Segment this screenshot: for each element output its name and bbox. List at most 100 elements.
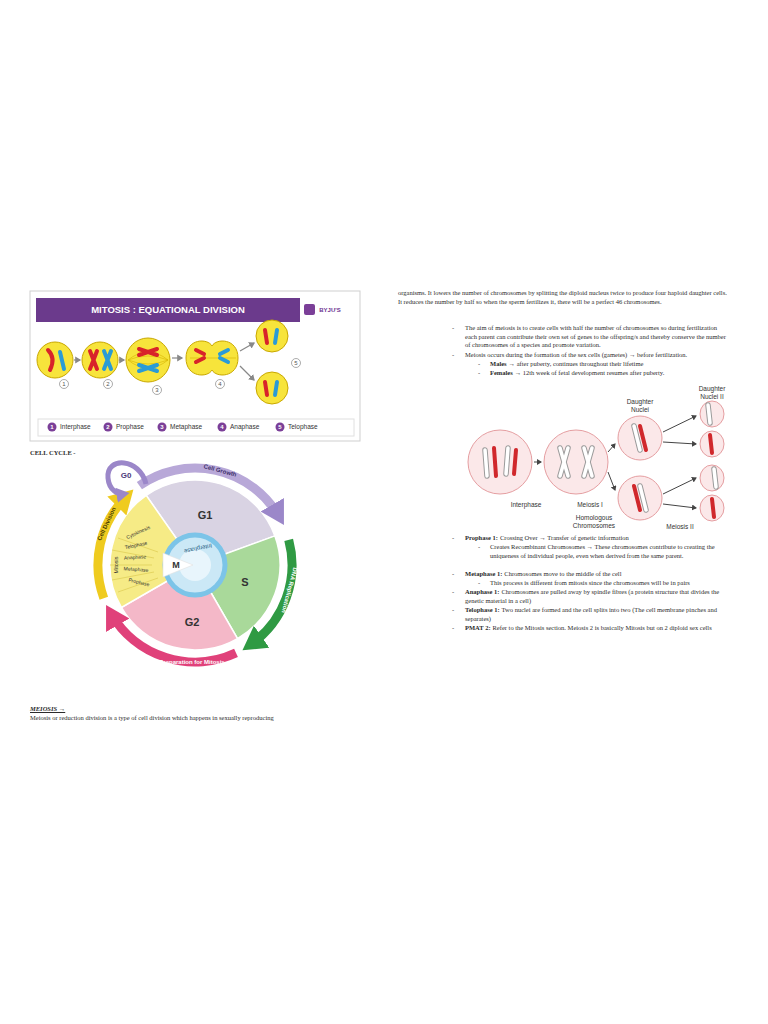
callout-number: 1 bbox=[62, 381, 65, 388]
bullet-dash: - bbox=[478, 579, 480, 588]
text-run: Meiosis II bbox=[666, 523, 693, 530]
bullet-text: Anaphase 1:Chromosomes are pulled away b… bbox=[465, 588, 730, 605]
text-run: 5 bbox=[278, 424, 281, 430]
bullet-text: PMAT 2:Refer to the Mitosis section. Mei… bbox=[465, 624, 730, 633]
figure-label: Meiosis II bbox=[666, 523, 693, 531]
text-run: Anaphase 1: bbox=[465, 588, 500, 595]
text-run: Anaphase bbox=[230, 423, 259, 430]
text-run: - bbox=[452, 534, 454, 541]
phase-wedge: M bbox=[171, 559, 181, 571]
text-run: BYJU'S bbox=[319, 307, 340, 313]
text-run: Chromosomes move to the middle of the ce… bbox=[504, 570, 621, 577]
text-run: DNA Replication bbox=[281, 567, 299, 614]
text-run: Daughter Nuclei bbox=[627, 398, 654, 413]
figure-label: Meiosis I bbox=[577, 501, 603, 509]
bullet-dash: - bbox=[452, 324, 454, 333]
stage-number: 1 bbox=[50, 424, 53, 431]
bullet-text: Metaphase 1:Chromosomes move to the midd… bbox=[465, 570, 730, 579]
stage-name: Anaphase bbox=[230, 423, 259, 431]
text-run: G0 bbox=[121, 471, 132, 480]
bullet-dash: - bbox=[452, 588, 454, 597]
text-run: Telophase bbox=[288, 423, 318, 430]
arc-label: DNA Replication bbox=[280, 567, 299, 614]
meiosis-figure bbox=[468, 401, 724, 521]
callout-number: 4 bbox=[218, 381, 221, 388]
bullet-dash: - bbox=[478, 543, 480, 552]
text-run: 2 bbox=[106, 381, 109, 387]
text-run: 1 bbox=[62, 381, 65, 387]
text-run: Metaphase bbox=[170, 423, 202, 430]
bullet-dash: - bbox=[478, 369, 480, 378]
bullet-dash: - bbox=[452, 624, 454, 633]
bullet-text: Males→ after puberty, continues througho… bbox=[490, 360, 730, 369]
bullet-text: This process is different from mitosis s… bbox=[490, 579, 730, 588]
stage-number: 5 bbox=[278, 424, 281, 431]
text-run: organisms. It lowers the number of chrom… bbox=[398, 289, 727, 305]
cell-cycle-figure bbox=[98, 463, 292, 662]
bullet-text: Females→ 12th week of fetal development … bbox=[490, 369, 730, 378]
paragraph: Meiosis or reduction division is a type … bbox=[30, 714, 400, 723]
stage-name: Prophase bbox=[116, 423, 144, 431]
text-run: Refer to the Mitosis section. Meiosis 2 … bbox=[493, 624, 712, 631]
text-run: Prophase bbox=[116, 423, 144, 430]
stage-name: Interphase bbox=[60, 423, 91, 431]
text-run: CELL CYCLE - bbox=[30, 449, 76, 456]
arc-label: Preparation for Mitosis bbox=[159, 659, 224, 666]
text-run: - bbox=[478, 369, 480, 376]
text-run: Mitosis bbox=[113, 556, 119, 573]
bullet-dash: - bbox=[478, 360, 480, 369]
text-run: Preparation for Mitosis bbox=[159, 659, 224, 665]
text-run: 5 bbox=[294, 360, 297, 366]
text-run: Meiosis occurs during the formation of t… bbox=[465, 351, 687, 358]
phase-name: G1 bbox=[198, 509, 213, 521]
text-run: Metaphase 1: bbox=[465, 570, 502, 577]
wedge-label: Mitosis bbox=[113, 556, 119, 573]
text-run: Telophase 1: bbox=[465, 606, 500, 613]
text-run: This process is different from mitosis s… bbox=[490, 579, 690, 586]
text-run: Chromosomes are pulled away by spindle f… bbox=[465, 588, 719, 604]
logo-text: BYJU'S bbox=[319, 307, 340, 314]
text-run: Daughter Nuclei II bbox=[699, 385, 726, 400]
stage-name: Metaphase bbox=[170, 423, 202, 431]
text-run: 4 bbox=[220, 424, 223, 430]
text-run: - bbox=[478, 579, 480, 586]
bullet-text: The aim of meiosis is to create cells wi… bbox=[465, 324, 730, 350]
section-heading: MEIOSIS → bbox=[30, 705, 65, 714]
text-run: Crossing Over → Transfer of genetic info… bbox=[500, 534, 629, 541]
text-run: - bbox=[452, 624, 454, 631]
phase-sector: G1 bbox=[197, 508, 214, 522]
bullet-text: Meiosis occurs during the formation of t… bbox=[465, 351, 730, 360]
callout-number: 5 bbox=[294, 360, 297, 367]
text-run: PMAT 2: bbox=[465, 624, 491, 631]
text-run: Interphase bbox=[60, 423, 91, 430]
text-run: Homologous Chromosomes bbox=[573, 514, 615, 529]
text-run: Females bbox=[490, 369, 513, 376]
text-run: - bbox=[452, 351, 454, 358]
bullet-dash: - bbox=[452, 606, 454, 615]
text-run: → 12th week of fetal development resumes… bbox=[515, 369, 665, 376]
banner-title: MITOSIS : EQUATIONAL DIVISION bbox=[91, 304, 245, 316]
text-run: 1 bbox=[50, 424, 53, 430]
text-run: Creates Recombinant Chromosomes → These … bbox=[490, 543, 715, 559]
text-run: The aim of meiosis is to create cells wi… bbox=[465, 324, 726, 348]
text-run: - bbox=[452, 606, 454, 613]
callout-number: 3 bbox=[155, 387, 158, 394]
figure-label: Interphase bbox=[511, 501, 542, 509]
text-run: MEIOSIS → bbox=[30, 705, 65, 712]
text-run: 3 bbox=[155, 387, 158, 393]
phase-sector: S bbox=[240, 575, 249, 589]
figure-label: Daughter Nuclei bbox=[620, 398, 660, 413]
text-run: 3 bbox=[160, 424, 163, 430]
text-run: → after puberty, continues throughout th… bbox=[509, 360, 644, 367]
stage-number: 2 bbox=[106, 424, 109, 431]
text-run: - bbox=[452, 588, 454, 595]
text-run: 4 bbox=[218, 381, 221, 387]
text-run: Two nuclei are formed and the cell split… bbox=[465, 606, 717, 622]
callout-number: 2 bbox=[106, 381, 109, 388]
text-run: - bbox=[478, 360, 480, 367]
text-run: Meiosis I bbox=[577, 501, 603, 508]
bullet-dash: - bbox=[452, 570, 454, 579]
text-run: Prophase 1: bbox=[465, 534, 498, 541]
text-run: - bbox=[452, 324, 454, 331]
